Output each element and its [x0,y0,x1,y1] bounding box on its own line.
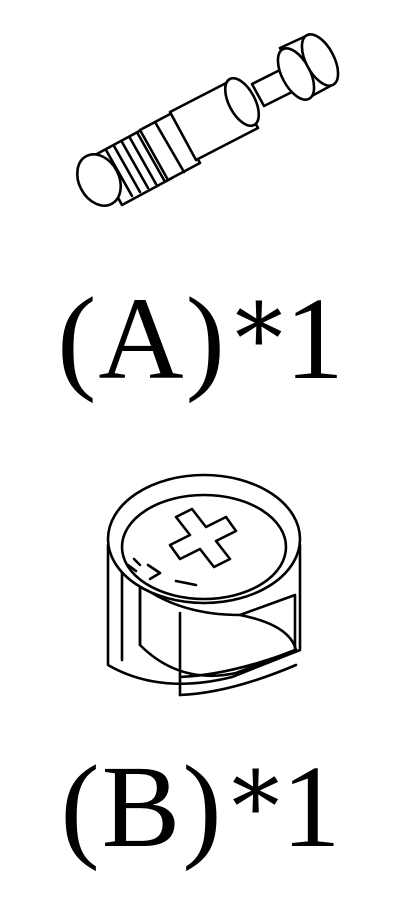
part-b-label: (B)*1 [0,748,403,866]
cam-arrow-marking [126,557,198,587]
cam-cross-slot [168,507,238,569]
part-b-close-paren: ) [182,741,224,872]
bolt-shank [168,76,261,162]
part-a-quantity: 1 [284,273,346,404]
part-b-quantity: 1 [281,741,343,872]
part-b-letter: B [101,741,183,872]
part-a-multiplier-star: * [234,283,285,395]
part-b-open-paren: ( [60,741,102,872]
part-a-label: (A)*1 [0,280,403,398]
part-a-open-paren: ( [57,273,99,404]
part-a-close-paren: ) [185,273,227,404]
cam-lock-figure [0,455,403,715]
cam-bolt-figure [0,0,403,250]
bolt-collar [138,111,202,182]
cam-bolt-icon [75,33,340,207]
part-b-multiplier-star: * [231,751,282,863]
cam-lock-nut-icon [106,473,302,697]
part-a-letter: A [98,273,186,404]
bolt-head [276,33,340,101]
